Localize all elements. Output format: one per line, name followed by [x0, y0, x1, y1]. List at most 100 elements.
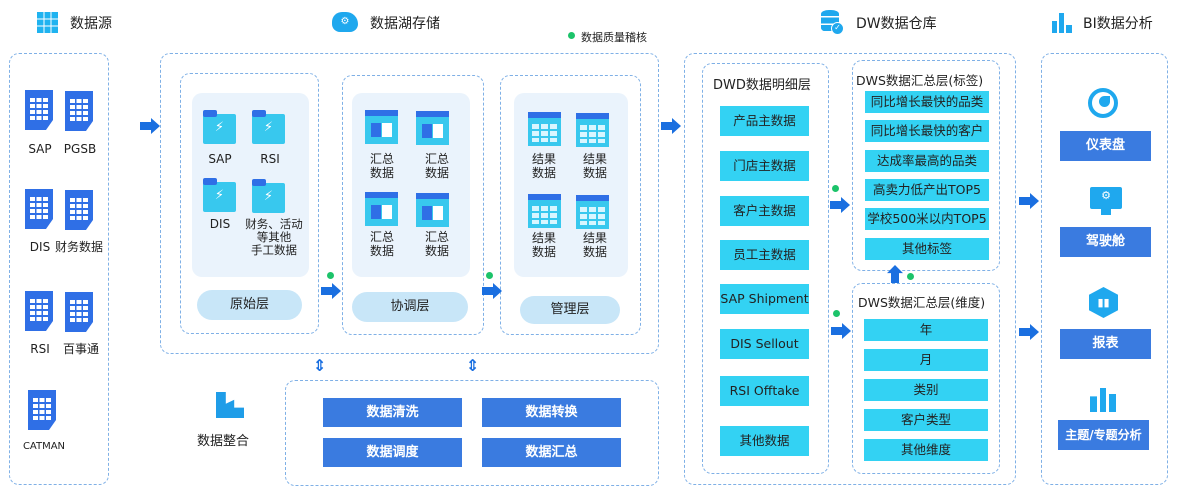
source-sap: SAP	[28, 142, 52, 156]
catman-doc-icon	[28, 390, 56, 430]
data-cleaning-button[interactable]: 数据清洗	[323, 398, 462, 427]
lake-panel	[160, 53, 659, 354]
integration-panel	[285, 380, 659, 486]
summary-table-icon	[416, 193, 449, 227]
header-lake: 数据湖存储	[370, 16, 440, 32]
integration-icon	[216, 392, 244, 418]
manage-item: 结果 数据	[582, 152, 607, 180]
source-pgsb: PGSB	[63, 142, 97, 156]
dwd-item: 客户主数据	[720, 196, 809, 226]
dws-dims-title: DWS数据汇总层(维度)	[858, 295, 986, 310]
monitor-icon: ⚙	[1090, 187, 1122, 209]
manage-item: 结果 数据	[531, 152, 556, 180]
summary-table-icon	[416, 111, 449, 145]
folder-icon	[252, 110, 285, 144]
dws-dim-item: 年	[864, 319, 988, 341]
source-bst: 百事通	[62, 342, 99, 356]
dws-tag-item: 达成率最高的品类	[865, 150, 989, 172]
dwd-title: DWD数据明细层	[713, 78, 811, 93]
quality-dot-icon	[832, 185, 839, 192]
quality-dot-icon	[486, 272, 493, 279]
quality-dot-icon	[833, 310, 840, 317]
sap-doc-icon	[25, 90, 53, 130]
dws-tags-title: DWS数据汇总层(标签)	[856, 73, 984, 88]
dws-dim-item: 其他维度	[864, 439, 988, 461]
dws-tag-item: 高卖力低产出TOP5	[865, 179, 989, 201]
report-icon: ▮▮	[1089, 287, 1118, 318]
dwd-item: 产品主数据	[720, 106, 809, 136]
coord-layer-label: 协调层	[352, 292, 468, 322]
folder-icon	[203, 178, 236, 212]
dwd-item: 门店主数据	[720, 151, 809, 181]
folder-icon	[252, 179, 285, 213]
source-finance: 财务数据	[54, 240, 103, 254]
data-aggregate-button[interactable]: 数据汇总	[482, 438, 621, 467]
dws-dim-item: 类别	[864, 379, 988, 401]
summary-table-icon	[365, 110, 398, 144]
dws-tag-item: 学校500米以内TOP5	[865, 208, 989, 230]
dws-tag-item: 同比增长最快的品类	[865, 91, 989, 113]
updown-arrow-icon: ⇕	[466, 356, 480, 375]
dw-panel	[684, 53, 1016, 485]
header-dw: DW数据仓库	[856, 16, 937, 32]
dws-dims-box	[852, 283, 1000, 474]
raw-item-dis: DIS	[209, 217, 231, 231]
coord-item: 汇总 数据	[424, 152, 449, 180]
quality-legend: 数据质量稽核	[581, 31, 647, 44]
arrow-right-icon	[1019, 193, 1039, 209]
bar-chart-icon	[1052, 13, 1072, 33]
rsi-doc-icon	[25, 291, 53, 331]
arrow-right-icon	[830, 197, 850, 213]
dwd-item: SAP Shipment	[720, 284, 809, 314]
raw-item-manual: 财务、活动 等其他 手工数据	[245, 217, 303, 257]
arrow-right-icon	[482, 283, 502, 299]
data-transform-button[interactable]: 数据转换	[482, 398, 621, 427]
source-catman: CATMAN	[22, 441, 66, 452]
pgsb-doc-icon	[65, 91, 93, 131]
dwd-item: DIS Sellout	[720, 329, 809, 359]
arrow-right-icon	[831, 323, 851, 339]
folder-icon	[203, 110, 236, 144]
source-dis: DIS	[29, 240, 51, 254]
check-badge-icon: ✓	[831, 22, 844, 35]
raw-layer-box	[180, 73, 319, 334]
cockpit-button[interactable]: 驾驶舱	[1060, 227, 1151, 257]
dws-dim-item: 客户类型	[864, 409, 988, 431]
arrow-right-icon	[661, 118, 681, 134]
arrow-right-icon	[140, 118, 160, 134]
dashboard-button[interactable]: 仪表盘	[1060, 131, 1151, 161]
grid-icon	[37, 11, 59, 33]
dwd-item: RSI Offtake	[720, 376, 809, 406]
gauge-icon	[1088, 88, 1118, 118]
quality-dot-icon	[907, 273, 914, 280]
dwd-item: 员工主数据	[720, 240, 809, 270]
manage-item: 结果 数据	[531, 231, 556, 259]
header-bi: BI数据分析	[1083, 16, 1153, 32]
dws-tag-item: 其他标签	[865, 238, 989, 260]
dwd-item: 其他数据	[720, 426, 809, 456]
source-rsi: RSI	[30, 342, 50, 356]
bi-panel	[1041, 53, 1168, 485]
raw-item-sap: SAP	[208, 152, 232, 166]
coord-item: 汇总 数据	[369, 152, 394, 180]
result-table-icon	[528, 194, 561, 228]
arrow-right-icon	[321, 283, 341, 299]
result-table-icon	[576, 195, 609, 229]
finance-doc-icon	[65, 190, 93, 230]
quality-dot-icon	[327, 272, 334, 279]
raw-layer-label: 原始层	[197, 290, 302, 320]
dws-tags-box	[852, 60, 1000, 271]
dws-tag-item: 同比增长最快的客户	[865, 120, 989, 142]
cloud-gear-icon: ⚙	[332, 12, 358, 32]
coord-item: 汇总 数据	[424, 230, 449, 258]
arrow-up-icon	[887, 265, 903, 283]
report-button[interactable]: 报表	[1060, 329, 1151, 359]
data-schedule-button[interactable]: 数据调度	[323, 438, 462, 467]
raw-item-rsi: RSI	[260, 152, 280, 166]
bst-doc-icon	[65, 292, 93, 332]
result-table-icon	[528, 112, 561, 146]
quality-dot-icon	[568, 32, 575, 39]
arrow-right-icon	[1019, 324, 1039, 340]
topic-analysis-button[interactable]: 主题/专题分析	[1058, 420, 1149, 450]
dis-doc-icon	[25, 189, 53, 229]
